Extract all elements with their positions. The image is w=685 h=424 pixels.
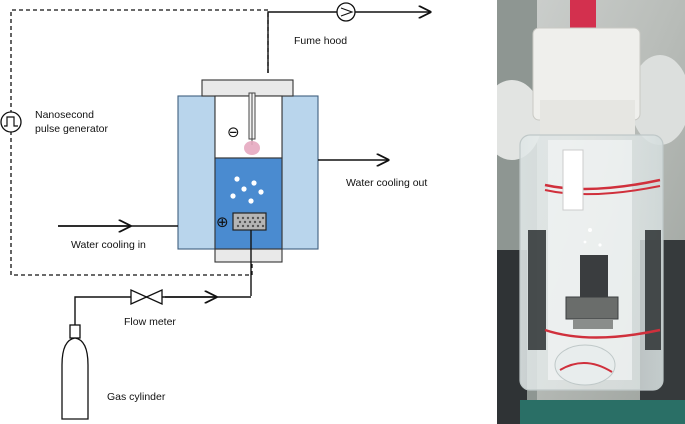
cooling-jacket-right [281, 95, 319, 250]
pulse-generator-label: Nanosecond pulse generator [35, 109, 108, 135]
reactor-cap-bottom [214, 248, 283, 263]
pulse-generator-icon [0, 111, 22, 133]
water-cooling-in-label: Water cooling in [71, 239, 146, 251]
gas-cylinder-label: Gas cylinder [107, 391, 166, 403]
water-cooling-out-label: Water cooling out [346, 177, 427, 189]
gas-bubbles [230, 176, 264, 204]
flow-meter-label: Flow meter [124, 316, 176, 328]
anode-symbol: ⊕ [216, 213, 229, 231]
cooling-jacket-left [177, 95, 216, 250]
water-volume [214, 157, 283, 250]
flow-meter-valve-icon [130, 288, 163, 306]
gas-cylinder-icon [61, 324, 89, 420]
anode-pores [236, 216, 265, 228]
fume-hood-label: Fume hood [294, 35, 347, 47]
plasma-glow [244, 141, 260, 155]
cathode-symbol: ⊖ [227, 123, 240, 141]
exhaust-line [267, 12, 430, 73]
pump-icon [336, 2, 356, 22]
schematic: Nanosecond pulse generator Fume hood ⊖ [0, 2, 430, 420]
reactor-cap-top [201, 79, 294, 97]
reactor-photo [497, 0, 685, 424]
